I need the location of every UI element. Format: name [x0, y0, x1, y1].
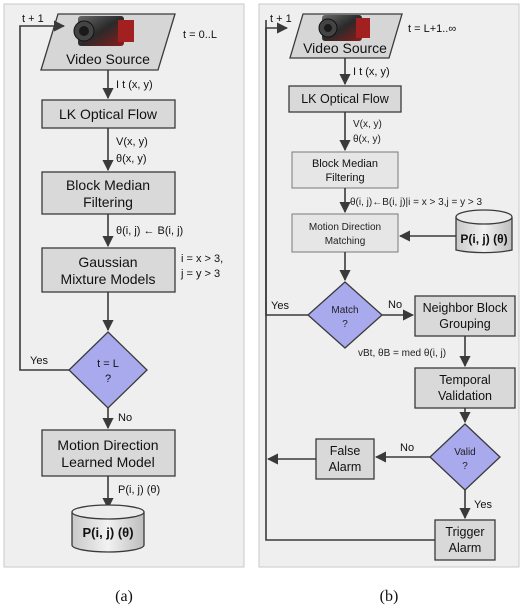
temporal-validation-node-b: Temporal Validation	[414, 367, 516, 409]
yes-label-b: Yes	[271, 300, 289, 312]
time-range-b: t = L+1..∞	[408, 23, 456, 35]
no-label-b: No	[388, 299, 402, 311]
match-label-b-2: ?	[342, 319, 348, 330]
false-alarm-label-b-1: False	[330, 444, 361, 458]
gmm-label-a-2: Mixture Models	[61, 271, 156, 287]
valid-decision-node-b: Valid ?	[429, 423, 501, 491]
no2-label-b: No	[400, 442, 414, 454]
block-median-label-b-2: Filtering	[325, 172, 364, 184]
cond-i-label-a: i = x > 3,	[181, 253, 223, 265]
block-median-node-a: Block Median Filtering	[41, 171, 176, 215]
camera-icon	[73, 16, 134, 46]
match-label-b-1: Match	[331, 305, 358, 316]
video-source-label-b: Video Source	[303, 40, 387, 56]
block-median-label-a-1: Block Median	[66, 177, 150, 193]
gmm-node-a: Gaussian Mixture Models	[41, 247, 176, 293]
matching-label-b-1: Motion Direction	[309, 222, 381, 233]
learned-model-node-a: Motion Direction Learned Model	[41, 429, 176, 477]
cond-j-label-a: j = y > 3	[180, 268, 220, 280]
caption-a: (a)	[115, 588, 133, 605]
valid-label-b-2: ?	[462, 461, 468, 472]
decision-node-a: t = L ?	[68, 331, 148, 409]
neighbor-label-b-2: Grouping	[439, 317, 490, 331]
neighbor-label-b-1: Neighbor Block	[423, 301, 509, 315]
trigger-alarm-node-b: Trigger Alarm	[434, 519, 496, 561]
match-decision-node-b: Match ?	[307, 281, 383, 349]
loop-label-a: t + 1	[22, 13, 44, 25]
video-source-node-a: Video Source	[40, 13, 176, 71]
false-alarm-node-b: False Alarm	[315, 438, 375, 480]
neighbor-grouping-node-b: Neighbor Block Grouping	[414, 295, 516, 337]
lk-optical-flow-node-b: LK Optical Flow	[288, 85, 402, 113]
video-source-label-a: Video Source	[66, 51, 150, 67]
vb-label-b: vBt, θB = med θ(i, j)	[358, 348, 446, 359]
database-node-b: P(i, j) (θ)	[455, 209, 513, 254]
lk-optical-flow-node-a: LK Optical Flow	[41, 99, 176, 129]
theta-label-a: θ(x, y)	[116, 153, 147, 165]
no-label-a: No	[118, 412, 132, 424]
decision-label-a-1: t = L	[97, 358, 119, 370]
database-node-a: P(i, j) (θ)	[71, 504, 145, 553]
trigger-label-b-2: Alarm	[449, 541, 482, 555]
matching-node-b: Motion Direction Matching	[291, 213, 399, 253]
db-label-b: P(i, j) (θ)	[460, 232, 507, 246]
lk-optical-flow-label-a: LK Optical Flow	[59, 106, 158, 122]
time-range-a: t = 0..L	[183, 29, 217, 41]
matching-label-b-2: Matching	[325, 236, 366, 247]
v-label-a: V(x, y)	[116, 136, 148, 148]
decision-label-a-2: ?	[105, 373, 111, 385]
lk-optical-flow-label-b: LK Optical Flow	[301, 92, 390, 106]
video-source-node-b: Video Source	[289, 13, 403, 59]
db-label-a: P(i, j) (θ)	[82, 525, 133, 540]
edge-b-trigger-to-loop	[265, 20, 435, 541]
p-out-label-a: P(i, j) (θ)	[118, 484, 160, 496]
temporal-label-b-1: Temporal	[439, 373, 490, 387]
theta-label-b: θ(x, y)	[353, 134, 381, 145]
caption-b: (b)	[380, 588, 399, 605]
yes-label-a: Yes	[30, 355, 48, 367]
v-label-b: V(x, y)	[353, 119, 382, 130]
gmm-label-a-1: Gaussian	[78, 254, 137, 270]
block-median-node-b: Block Median Filtering	[291, 151, 399, 189]
block-median-label-a-2: Filtering	[83, 194, 133, 210]
model-label-a-1: Motion Direction	[57, 437, 158, 453]
camera-icon	[318, 15, 370, 41]
valid-label-b-1: Valid	[454, 447, 476, 458]
theta-block-label-b: θ(i, j)←B(i, j)|i = x > 3,j = y > 3	[350, 197, 483, 208]
theta-block-label-a: θ(i, j) ← B(i, j)	[116, 225, 183, 237]
trigger-label-b-1: Trigger	[445, 525, 484, 539]
input-label-a: I t (x, y)	[116, 79, 153, 91]
block-median-label-b-1: Block Median	[312, 158, 378, 170]
yes2-label-b: Yes	[474, 499, 492, 511]
model-label-a-2: Learned Model	[61, 454, 154, 470]
false-alarm-label-b-2: Alarm	[329, 460, 362, 474]
loop-label-b: t + 1	[270, 13, 292, 25]
temporal-label-b-2: Validation	[438, 389, 492, 403]
input-label-b: I t (x, y)	[353, 66, 390, 78]
edge-a-loop-yes	[19, 20, 69, 371]
